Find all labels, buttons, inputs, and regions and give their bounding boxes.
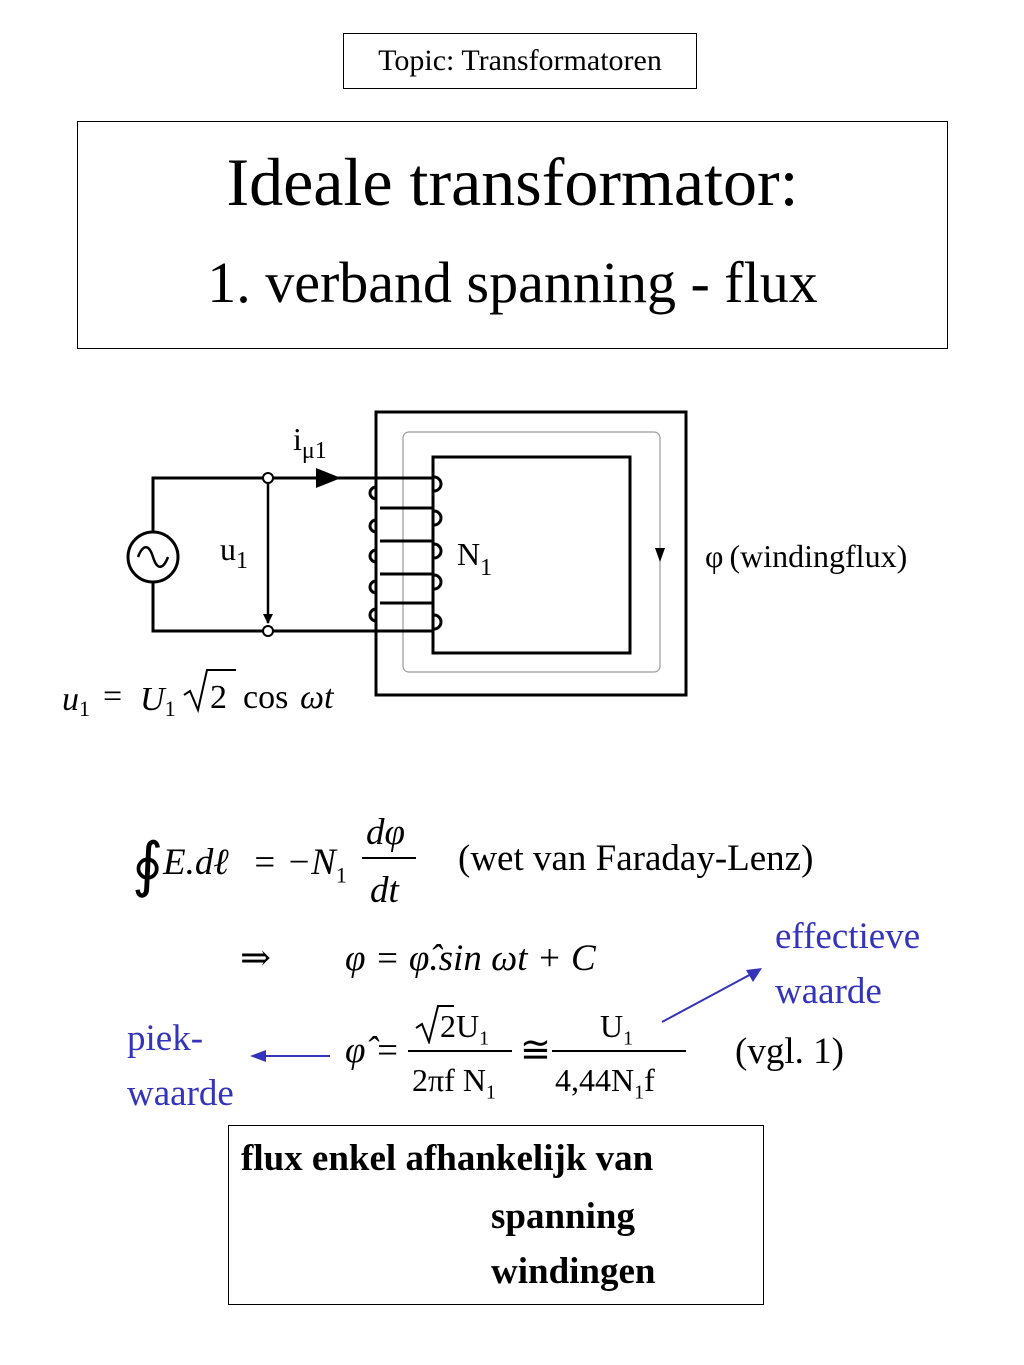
voltage-label: u1 (220, 531, 248, 574)
svg-text:=: = (103, 678, 122, 715)
faraday-numerator: dφ (366, 812, 405, 853)
svg-text:U1: U1 (140, 681, 176, 721)
faraday-rhs: = −N1 (252, 842, 347, 888)
ac-source-icon (126, 530, 180, 584)
peak-frac1-denominator: 2πf N1 (412, 1062, 496, 1104)
primary-winding (368, 475, 443, 633)
transformer-circuit-diagram: iμ1 u1 N1 φ(windingflux) u1 = U1 2 cos ω… (62, 410, 907, 721)
faraday-denominator: dt (370, 870, 399, 911)
faraday-law-label: (wet van Faraday-Lenz) (458, 838, 814, 879)
effective-value-label-2: waarde (775, 971, 882, 1012)
slide-title: Ideale transformator: (226, 144, 799, 220)
flux-label: φ(windingflux) (705, 538, 907, 574)
peak-value-label-2: waarde (127, 1073, 234, 1114)
equation-number-label: (vgl. 1) (735, 1031, 844, 1072)
topic-label: Topic: Transformatoren (378, 44, 662, 77)
flux-solution: φ = φ̂.sin ωt + C (345, 938, 596, 979)
faraday-lhs: E.dℓ (163, 842, 229, 883)
winding-label: N1 (457, 536, 492, 581)
iron-core-outer (374, 410, 688, 697)
peak-flux-lhs: φ̂ = (345, 1030, 400, 1071)
peak-root-sign (415, 1005, 454, 1044)
terminal-bottom (262, 625, 274, 637)
flux-arrow (655, 548, 665, 562)
iron-core-window (431, 455, 632, 655)
slide-subtitle: 1. verband spanning - flux (207, 250, 818, 315)
peak-value-label-1: piek- (127, 1018, 204, 1059)
faraday-integral-sign: ∮ (132, 832, 164, 898)
source-voltage-equation: u1 = U1 2 cos ωt (62, 669, 335, 721)
peak-frac2-numerator: U1 (600, 1008, 634, 1050)
faraday-fraction-bar (362, 857, 416, 859)
approx-sign: ≅ (520, 1030, 552, 1071)
current-arrow (316, 468, 341, 488)
conclusion-line-2: spanning (491, 1196, 635, 1237)
circuit-wires (151, 476, 376, 633)
peak-frac2-denominator: 4,44N1f (555, 1062, 655, 1104)
conclusion-line-3: windingen (491, 1251, 656, 1292)
conclusion-line-1: flux enkel afhankelijk van (241, 1138, 654, 1179)
current-label: iμ1 (293, 421, 327, 464)
peak-frac1-numerator: 2U1 (440, 1008, 490, 1050)
topic-label-box: Topic: Transformatoren (343, 33, 697, 89)
svg-text:cos: cos (243, 679, 288, 716)
slide-title-box: Ideale transformator: 1. verband spannin… (77, 121, 948, 349)
effective-value-label-1: effectieve (775, 916, 921, 957)
terminal-top (262, 472, 274, 484)
peak-frac2-bar (552, 1050, 686, 1052)
implies-arrow: ⇒ (240, 938, 272, 979)
svg-text:2: 2 (210, 679, 227, 716)
svg-text:ωt: ωt (300, 679, 335, 716)
conclusion-box: flux enkel afhankelijk van spanning wind… (228, 1125, 764, 1305)
peak-frac1-bar (408, 1050, 512, 1052)
svg-text:u1: u1 (62, 681, 90, 721)
